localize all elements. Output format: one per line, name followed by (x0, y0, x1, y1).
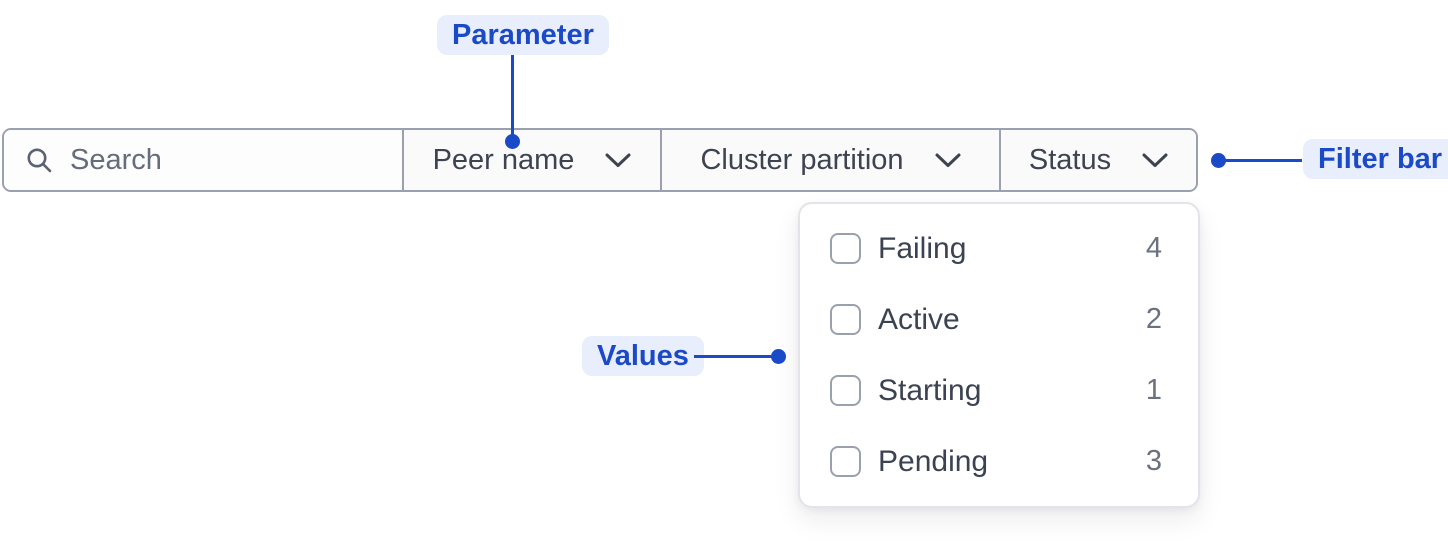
leader-dot (1211, 153, 1226, 168)
option-label: Active (878, 302, 960, 336)
option-label: Pending (878, 444, 989, 478)
status-option-active[interactable]: Active 2 (830, 284, 1162, 355)
leader-line (694, 355, 773, 358)
leader-dot (771, 349, 786, 364)
parameter-dropdown-status[interactable]: Status (999, 130, 1196, 190)
parameter-dropdown-label: Status (1028, 143, 1112, 176)
checkbox[interactable] (830, 233, 861, 264)
annotation-values: Values (582, 336, 704, 376)
option-count: 2 (1145, 303, 1162, 335)
checkbox[interactable] (830, 304, 861, 335)
annotation-parameter: Parameter (437, 15, 609, 55)
filter-bar: Peer name Cluster partition Status (2, 128, 1198, 192)
chevron-down-icon (935, 153, 961, 167)
search-input[interactable] (70, 130, 380, 190)
checkbox[interactable] (830, 446, 861, 477)
leader-line (511, 55, 514, 136)
parameter-dropdown-peer-name[interactable]: Peer name (402, 130, 660, 190)
chevron-down-icon (1142, 153, 1168, 167)
option-count: 3 (1145, 445, 1162, 477)
search-field[interactable] (4, 130, 402, 190)
parameter-dropdown-label: Peer name (432, 143, 575, 176)
annotation-filter-bar: Filter bar (1303, 139, 1448, 179)
option-count: 1 (1145, 374, 1162, 406)
option-count: 4 (1145, 232, 1162, 264)
status-option-failing[interactable]: Failing 4 (830, 213, 1162, 284)
leader-dot (505, 134, 520, 149)
status-option-starting[interactable]: Starting 1 (830, 355, 1162, 426)
status-option-pending[interactable]: Pending 3 (830, 426, 1162, 497)
option-label: Failing (878, 231, 967, 265)
checkbox[interactable] (830, 375, 861, 406)
parameter-dropdown-cluster-partition[interactable]: Cluster partition (660, 130, 999, 190)
chevron-down-icon (605, 153, 631, 167)
leader-line (1222, 159, 1302, 162)
parameter-dropdown-label: Cluster partition (700, 143, 904, 176)
status-values-dropdown: Failing 4 Active 2 Starting 1 Pending 3 (798, 202, 1200, 508)
option-label: Starting (878, 373, 982, 407)
search-icon (25, 146, 53, 174)
